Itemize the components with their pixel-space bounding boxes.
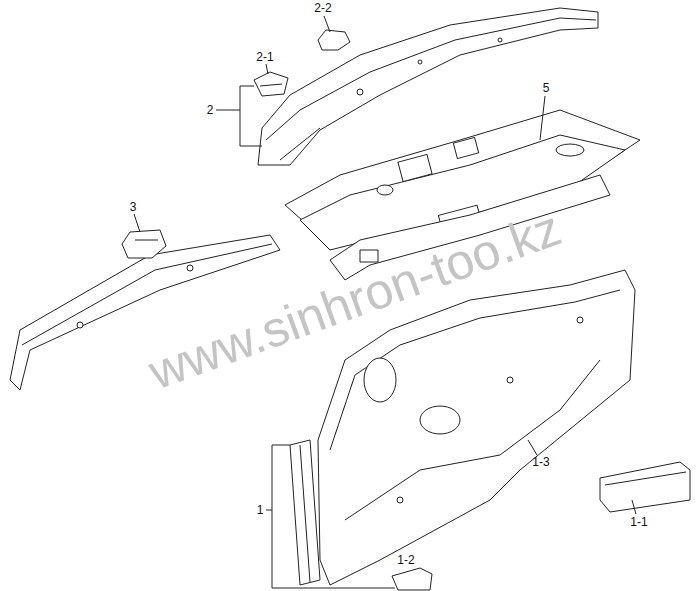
callout-number: 2 [207,104,214,116]
callout-number: 1-3 [532,456,549,468]
callout-number: 1-1 [630,516,647,528]
callout-number: 5 [543,82,550,94]
callout-number: 2-2 [314,2,331,14]
callout-number: 1-2 [397,554,414,566]
callout-number: 2-1 [256,51,273,63]
callout-number: 1 [257,504,264,516]
callout-number: 3 [130,201,137,213]
